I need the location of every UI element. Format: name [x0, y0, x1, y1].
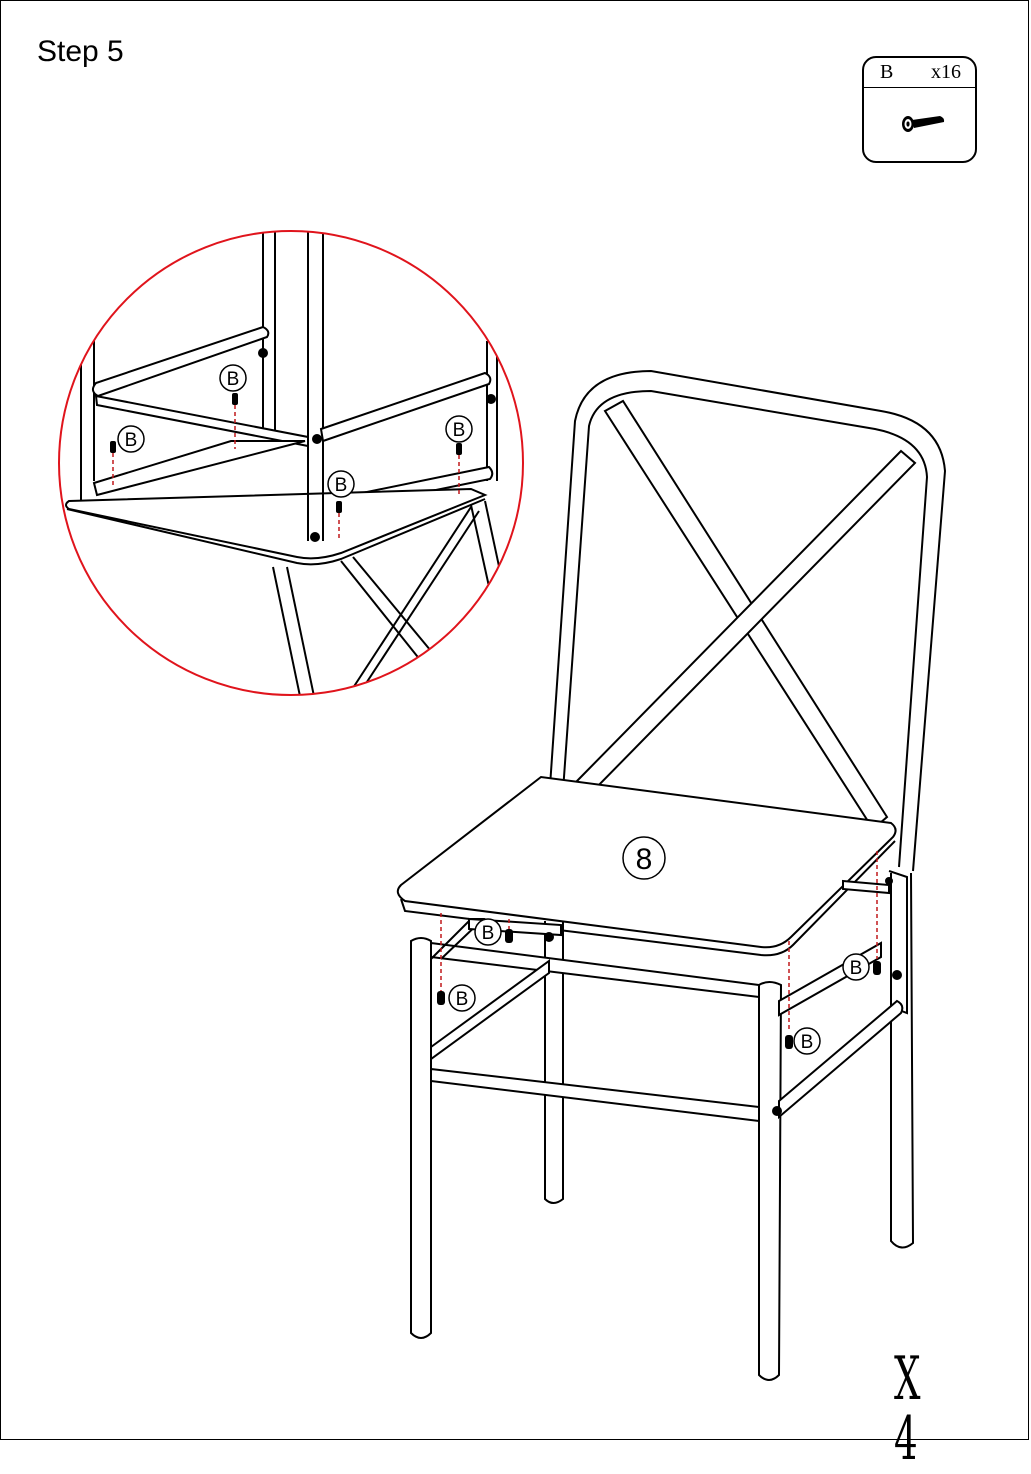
svg-text:8: 8	[636, 843, 653, 876]
callout-b: B	[219, 364, 247, 392]
callout-b: B	[117, 425, 145, 453]
detail-view	[65, 231, 516, 695]
step-title: Step 5	[37, 35, 124, 68]
screw-icon	[902, 116, 945, 132]
parts-box: B x16	[862, 56, 977, 163]
detail-circle	[58, 230, 524, 696]
svg-text:B: B	[335, 475, 348, 496]
callout-b: B	[842, 953, 870, 981]
callout-b: B	[793, 1027, 821, 1055]
callout-b: B	[474, 918, 502, 946]
svg-text:B: B	[801, 1032, 814, 1053]
svg-text:B: B	[850, 958, 863, 979]
assembly-drawing	[58, 230, 947, 1381]
seat-part-label: 8	[622, 836, 666, 880]
svg-text:B: B	[453, 420, 466, 441]
svg-text:B: B	[482, 923, 495, 944]
chair-illustration	[396, 369, 947, 1381]
part-quantity: x16	[931, 61, 961, 83]
svg-text:B: B	[227, 369, 240, 390]
callouts-layer: B B B B B B B B	[117, 364, 870, 1055]
parts-divider	[864, 87, 975, 88]
part-letter: B	[880, 61, 894, 83]
svg-text:B: B	[125, 430, 138, 451]
callout-b: B	[448, 984, 476, 1012]
callout-b: B	[445, 415, 473, 443]
quantity-multiplier: X 4	[894, 1344, 932, 1474]
svg-text:B: B	[456, 989, 469, 1010]
callout-b: B	[327, 470, 355, 498]
